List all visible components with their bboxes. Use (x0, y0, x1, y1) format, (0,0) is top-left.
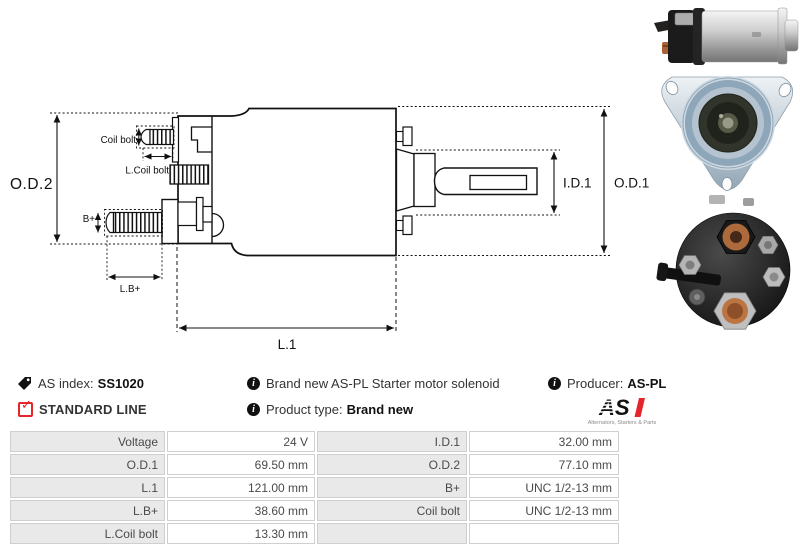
washer (195, 196, 204, 232)
spec-value: UNC 1/2-13 mm (469, 500, 619, 521)
shaft-tip (722, 117, 734, 129)
photo-solenoid-side-view[interactable] (652, 5, 800, 67)
spec-value: 38.60 mm (167, 500, 315, 521)
table-row: L.B+ 38.60 mm Coil bolt UNC 1/2-13 mm (10, 500, 619, 521)
plunger-rod (395, 148, 538, 212)
hex-nut (674, 12, 696, 26)
as-pl-logo: AS Alternators, Starters & Parts (588, 395, 656, 426)
solenoid-body-outline (171, 107, 397, 257)
product-type-value: Brand new (346, 402, 414, 417)
b-plus-hex-nut (161, 198, 179, 245)
table-row: O.D.1 69.50 mm O.D.2 77.10 mm (10, 454, 619, 475)
dimension-l-coil-bolt (142, 148, 174, 161)
threaded-bushing (169, 164, 210, 185)
dimension-od1 (398, 106, 612, 256)
description-text: Brand new AS-PL Starter motor solenoid (266, 376, 500, 391)
spec-label: L.1 (10, 477, 165, 498)
product-type: i Product type: Brand new (247, 402, 413, 417)
standard-line: ✓ STANDARD LINE (18, 397, 147, 417)
product-description: i Brand new AS-PL Starter motor solenoid (247, 376, 500, 391)
tag-icon (18, 377, 31, 390)
as-logo-icon: AS (598, 395, 645, 420)
rod-slot (469, 174, 528, 191)
spec-label: L.Coil bolt (10, 523, 165, 544)
producer: i Producer: AS-PL (548, 376, 666, 391)
mounting-hole (778, 82, 792, 98)
svg-text:AS: AS (598, 396, 630, 420)
spec-value: 121.00 mm (167, 477, 315, 498)
dimension-b-plus (94, 209, 163, 237)
label-l1: L.1 (278, 337, 297, 352)
info-icon: i (247, 377, 260, 390)
spec-value: UNC 1/2-13 mm (469, 477, 619, 498)
label-b-plus: B+ (83, 214, 96, 225)
checkbox-checked-icon: ✓ (18, 397, 33, 417)
spec-label: I.D.1 (317, 431, 467, 452)
spec-value (469, 523, 619, 544)
logo-caption: Alternators, Starters & Parts (587, 420, 657, 426)
technical-drawing: O.D.2 Coil bolt L.Coil bolt B+ L.B+ L.1 … (10, 106, 649, 352)
photo-solenoid-front-view[interactable] (655, 70, 800, 193)
lever-arm (656, 262, 722, 286)
label-id1: I.D.1 (563, 176, 592, 191)
producer-value: AS-PL (627, 376, 667, 391)
dimension-l-b-plus (106, 236, 163, 281)
spec-label (317, 523, 467, 544)
info-icon: i (548, 377, 561, 390)
spec-label: O.D.2 (317, 454, 467, 475)
coil-bolt-part (140, 128, 175, 146)
as-index: AS index: SS1020 (17, 376, 144, 391)
spec-label: O.D.1 (10, 454, 165, 475)
spec-label: B+ (317, 477, 467, 498)
label-l-coil-bolt: L.Coil bolt (125, 166, 169, 177)
spec-label: Coil bolt (317, 500, 467, 521)
spec-table: Voltage 24 V I.D.1 32.00 mm O.D.1 69.50 … (8, 429, 621, 546)
solenoid-can (701, 10, 781, 63)
label-l-b-plus: L.B+ (120, 284, 141, 295)
dimension-id1 (416, 149, 560, 216)
dimension-l1 (176, 247, 397, 332)
label-od2: O.D.2 (10, 176, 53, 193)
inner-step-detail (190, 126, 212, 153)
b-plus-stud (105, 196, 213, 245)
as-index-label: AS index: (38, 376, 94, 391)
product-type-label: Product type: (266, 402, 343, 417)
spec-value: 77.10 mm (469, 454, 619, 475)
table-row: L.1 121.00 mm B+ UNC 1/2-13 mm (10, 477, 619, 498)
producer-label: Producer: (567, 376, 624, 391)
spec-label: L.B+ (10, 500, 165, 521)
mounting-hole (721, 177, 733, 191)
inner-arc-detail (211, 212, 225, 238)
label-od1: O.D.1 (614, 176, 649, 191)
table-row: L.Coil bolt 13.30 mm (10, 523, 619, 544)
info-icon: i (247, 403, 260, 416)
dimension-coil-bolt (135, 125, 175, 149)
as-index-value: SS1020 (97, 376, 144, 391)
spec-value: 32.00 mm (469, 431, 619, 452)
table-row: Voltage 24 V I.D.1 32.00 mm (10, 431, 619, 452)
cover-bolts (395, 126, 413, 236)
spec-value: 13.30 mm (167, 523, 315, 544)
spec-value: 69.50 mm (167, 454, 315, 475)
spec-label: Voltage (10, 431, 165, 452)
product-photos (645, 0, 800, 340)
mounting-hole (665, 80, 679, 96)
standard-line-label: STANDARD LINE (39, 402, 147, 417)
spec-value: 24 V (167, 431, 315, 452)
label-coil-bolt: Coil bolt (101, 135, 137, 146)
photo-solenoid-rear-view[interactable] (645, 195, 795, 335)
solenoid-cylinder (177, 107, 397, 257)
dimension-od2 (50, 112, 178, 245)
